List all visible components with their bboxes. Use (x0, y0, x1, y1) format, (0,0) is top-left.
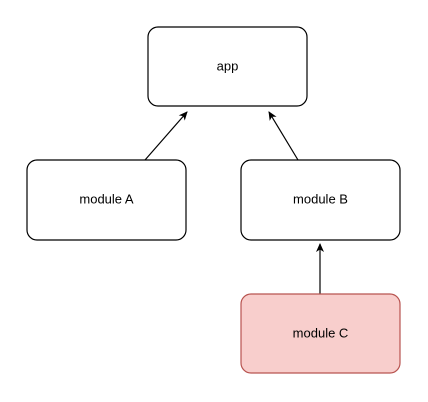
edge-module-b-to-app (268, 111, 299, 161)
edge-module-a-to-app (144, 111, 188, 161)
node-module-c-label: module C (293, 325, 349, 340)
node-module-b-label: module B (293, 191, 348, 206)
node-module-b-box (240, 159, 401, 241)
node-module-b[interactable]: module B (240, 159, 401, 241)
node-module-c-box (240, 293, 401, 374)
node-app[interactable]: app (147, 26, 308, 107)
edges (144, 111, 324, 294)
node-app-box (147, 26, 308, 107)
node-app-label: app (217, 58, 239, 73)
node-module-c[interactable]: module C (240, 293, 401, 374)
node-module-a-label: module A (79, 191, 134, 206)
node-module-a-box (26, 159, 187, 241)
node-module-a[interactable]: module A (26, 159, 187, 241)
